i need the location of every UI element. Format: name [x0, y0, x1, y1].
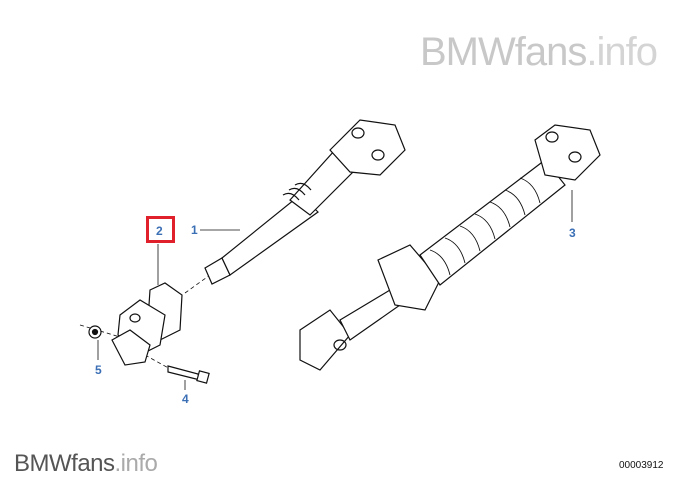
watermark-top: BMWfans.info: [420, 30, 658, 75]
callout-5[interactable]: 5: [95, 363, 102, 377]
watermark-brand: BMWfans: [420, 30, 587, 74]
part-5-nut: [88, 325, 102, 339]
callout-2[interactable]: 2: [156, 224, 163, 238]
watermark-bottom: BMWfans.info: [14, 450, 158, 478]
part-3-shaft-with-boot: [299, 124, 601, 371]
watermark-brand: BMWfans: [14, 450, 115, 477]
callout-1[interactable]: 1: [191, 223, 198, 237]
diagram-id: 00003912: [619, 460, 664, 471]
watermark-suffix: .info: [586, 30, 658, 74]
part-1-steering-shaft: [204, 119, 406, 285]
callout-4[interactable]: 4: [182, 392, 189, 406]
part-4-bolt: [167, 365, 210, 384]
highlight-box-part-2: [146, 216, 175, 243]
watermark-suffix: .info: [114, 450, 158, 477]
part-2-universal-joint: [111, 282, 183, 366]
callout-3[interactable]: 3: [569, 226, 576, 240]
